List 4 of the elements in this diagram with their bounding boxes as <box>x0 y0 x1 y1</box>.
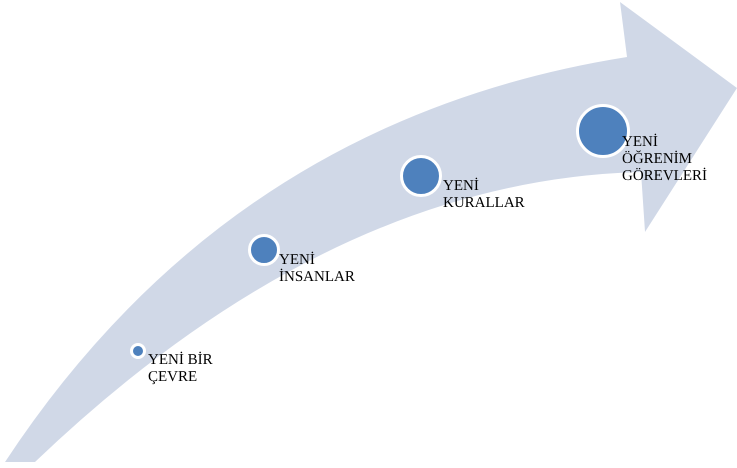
step-label: YENİ İNSANLAR <box>279 252 355 286</box>
step-label: YENİ BİR ÇEVRE <box>148 352 214 386</box>
step-label: YENİ ÖĞRENİM GÖREVLERİ <box>622 134 707 185</box>
step-label: YENİ KURALLAR <box>443 178 525 212</box>
